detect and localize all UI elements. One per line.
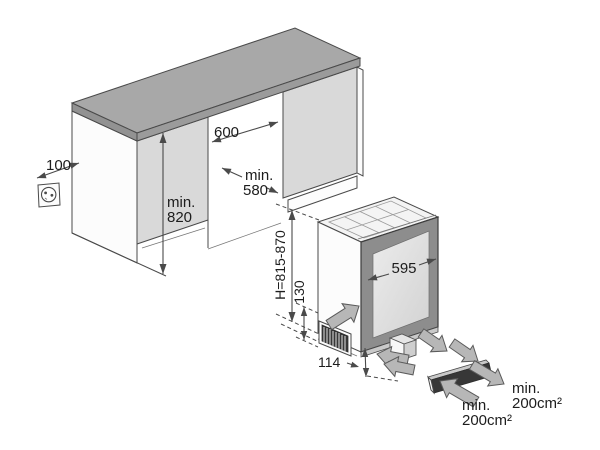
vent-area-bottom-prefix: min. bbox=[462, 397, 490, 414]
right-cabinet-end-sliver bbox=[356, 66, 364, 177]
outlet-pin-left bbox=[44, 191, 47, 195]
reference-lines bbox=[275, 203, 399, 382]
floor-line bbox=[71, 232, 167, 277]
appliance-top-step-line bbox=[357, 214, 437, 240]
vent-area-bottom-value: 200cm² bbox=[462, 412, 512, 429]
dim-niche-height-value: 820 bbox=[167, 209, 192, 226]
dim-door-width-label: 595 bbox=[391, 260, 416, 277]
dim-plinth-clearance: 114 bbox=[318, 347, 370, 378]
countertop bbox=[70, 27, 362, 142]
dim-niche-depth-value: 580 bbox=[243, 182, 268, 199]
vent-area-label-right: min. 200cm² bbox=[512, 380, 562, 412]
outlet-socket bbox=[40, 186, 57, 203]
airflow-arrow-out-1 bbox=[417, 328, 448, 353]
airflow-arrow-out-2 bbox=[448, 338, 479, 363]
vent-area-right-value: 200cm² bbox=[512, 395, 562, 412]
dim-niche-depth: min. 580 bbox=[221, 167, 279, 199]
dim-niche-width: 600 bbox=[211, 121, 279, 143]
right-cabinet bbox=[282, 66, 364, 213]
countertop-left-edge bbox=[71, 102, 138, 142]
dim-niche-height-prefix: min. bbox=[167, 194, 195, 211]
airflow-arrow-vent-in bbox=[439, 377, 480, 408]
dim-door-width: 595 bbox=[367, 258, 437, 281]
dim-appliance-height-label: H=815-870 bbox=[272, 230, 288, 300]
dim-outlet-clearance: 100 bbox=[36, 157, 80, 179]
airflow-arrow-grille-in bbox=[325, 303, 360, 331]
dim-grille-height: 130 bbox=[291, 280, 308, 340]
right-cabinet-plinth bbox=[287, 175, 358, 213]
airflow-arrow-vent-out bbox=[468, 360, 505, 387]
dim-outlet-clearance-label: 100 bbox=[46, 157, 71, 174]
grille-hatch bbox=[323, 327, 346, 352]
dim-niche-width-label: 600 bbox=[214, 124, 239, 141]
door-glass bbox=[372, 230, 430, 339]
power-outlet-icon bbox=[37, 182, 61, 208]
vent-area-label-bottom: min. 200cm² bbox=[462, 397, 512, 429]
dim-grille-height-label: 130 bbox=[291, 280, 307, 304]
outlet-contact-mark bbox=[44, 197, 48, 200]
niche bbox=[207, 117, 282, 250]
ventilation-grille bbox=[318, 320, 352, 357]
airflow-arrows bbox=[325, 303, 505, 408]
dim-niche-height: min. 820 bbox=[159, 133, 195, 274]
airflow-arrow-under-2 bbox=[383, 355, 416, 378]
left-cabinet-plinth-line bbox=[141, 227, 206, 249]
left-cabinet bbox=[71, 110, 209, 277]
vent-area-right-prefix: min. bbox=[512, 380, 540, 397]
dim-appliance-height: H=815-870 bbox=[272, 210, 296, 322]
dim-niche-depth-prefix: min. bbox=[245, 167, 273, 184]
niche-floor-line bbox=[207, 222, 282, 250]
vent-duct-end-cap bbox=[427, 375, 435, 395]
outlet-pin-right bbox=[50, 193, 54, 197]
dim-plinth-clearance-label: 114 bbox=[318, 354, 341, 370]
